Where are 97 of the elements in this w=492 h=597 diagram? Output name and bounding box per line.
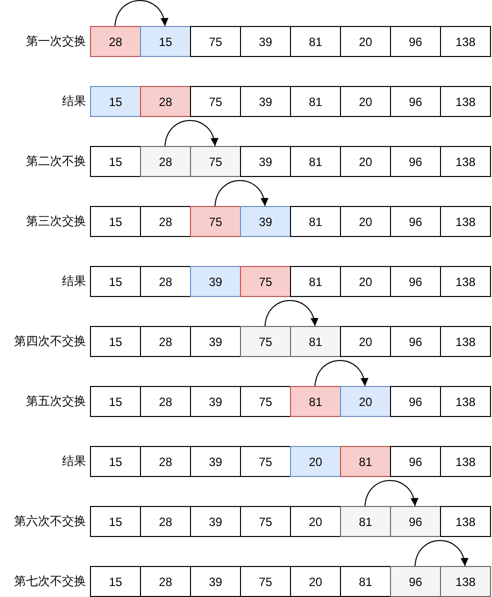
array-cell: 138 (440, 446, 491, 477)
arrow (314, 360, 368, 386)
arrow (214, 180, 268, 206)
row-label: 第三次交换 (26, 212, 86, 230)
array-cell: 28 (140, 566, 191, 597)
array-cell: 39 (240, 26, 291, 57)
array-cell: 39 (240, 206, 291, 237)
array-cell: 81 (340, 506, 391, 537)
array-cell: 28 (140, 386, 191, 417)
array-cell: 28 (140, 146, 191, 177)
array-cell: 75 (240, 386, 291, 417)
row-label: 结果 (62, 452, 86, 470)
array-cell: 20 (290, 446, 341, 477)
array-cell: 138 (440, 146, 491, 177)
row-label: 第六次不交换 (14, 512, 86, 530)
arrow (114, 0, 168, 26)
array-cell: 75 (240, 446, 291, 477)
array-cell: 75 (240, 566, 291, 597)
array-cell: 81 (290, 86, 341, 117)
array-cell: 28 (90, 26, 141, 57)
row-label: 第五次交换 (26, 392, 86, 410)
array-cell: 28 (140, 86, 191, 117)
array-cell: 96 (390, 326, 441, 357)
row-label: 第一次交换 (26, 32, 86, 50)
array-cell: 15 (140, 26, 191, 57)
array-cell: 75 (240, 326, 291, 357)
array-cell: 39 (240, 146, 291, 177)
array-cell: 39 (190, 326, 241, 357)
array-cell: 15 (90, 146, 141, 177)
array-cell: 81 (290, 266, 341, 297)
array-cell: 39 (190, 506, 241, 537)
array-cell: 96 (390, 86, 441, 117)
array-cell: 28 (140, 506, 191, 537)
array-cell: 39 (240, 86, 291, 117)
array-cell: 20 (290, 506, 341, 537)
array-cell: 96 (390, 386, 441, 417)
array-cell: 39 (190, 446, 241, 477)
array-cell: 138 (440, 386, 491, 417)
row-label: 结果 (62, 272, 86, 290)
array-cell: 15 (90, 506, 141, 537)
array-cell: 138 (440, 206, 491, 237)
array-cell: 15 (90, 326, 141, 357)
array-cell: 15 (90, 266, 141, 297)
array-cell: 81 (290, 26, 341, 57)
array-cell: 20 (340, 86, 391, 117)
array-cell: 96 (390, 26, 441, 57)
array-cell: 20 (290, 566, 341, 597)
array-cell: 138 (440, 266, 491, 297)
array-cell: 15 (90, 86, 141, 117)
array-cell: 96 (390, 566, 441, 597)
array-cell: 96 (390, 206, 441, 237)
array-cell: 75 (240, 506, 291, 537)
array-cell: 20 (340, 386, 391, 417)
array-cell: 75 (240, 266, 291, 297)
array-cell: 20 (340, 326, 391, 357)
array-cell: 39 (190, 566, 241, 597)
array-cell: 96 (390, 506, 441, 537)
array-cell: 96 (390, 446, 441, 477)
arrow (364, 480, 418, 506)
array-cell: 28 (140, 266, 191, 297)
row-label: 结果 (62, 92, 86, 110)
array-cell: 39 (190, 386, 241, 417)
array-cell: 20 (340, 266, 391, 297)
array-cell: 81 (290, 326, 341, 357)
array-cell: 28 (140, 446, 191, 477)
array-cell: 138 (440, 86, 491, 117)
row-label: 第四次不交换 (14, 332, 86, 350)
array-cell: 28 (140, 326, 191, 357)
array-cell: 138 (440, 506, 491, 537)
array-cell: 81 (290, 386, 341, 417)
array-cell: 28 (140, 206, 191, 237)
array-cell: 138 (440, 566, 491, 597)
array-cell: 96 (390, 146, 441, 177)
array-cell: 81 (290, 206, 341, 237)
arrow (164, 120, 218, 146)
array-cell: 20 (340, 146, 391, 177)
array-cell: 15 (90, 566, 141, 597)
array-cell: 138 (440, 326, 491, 357)
array-cell: 81 (340, 446, 391, 477)
array-cell: 138 (440, 26, 491, 57)
row-label: 第七次不交换 (14, 572, 86, 590)
arrow (414, 540, 468, 566)
arrow (264, 300, 318, 326)
array-cell: 20 (340, 26, 391, 57)
array-cell: 39 (190, 266, 241, 297)
array-cell: 20 (340, 206, 391, 237)
array-cell: 81 (340, 566, 391, 597)
array-cell: 15 (90, 446, 141, 477)
array-cell: 81 (290, 146, 341, 177)
array-cell: 15 (90, 206, 141, 237)
array-cell: 75 (190, 26, 241, 57)
array-cell: 96 (390, 266, 441, 297)
array-cell: 75 (190, 146, 241, 177)
array-cell: 75 (190, 86, 241, 117)
array-cell: 75 (190, 206, 241, 237)
array-cell: 15 (90, 386, 141, 417)
row-label: 第二次不换 (26, 152, 86, 170)
